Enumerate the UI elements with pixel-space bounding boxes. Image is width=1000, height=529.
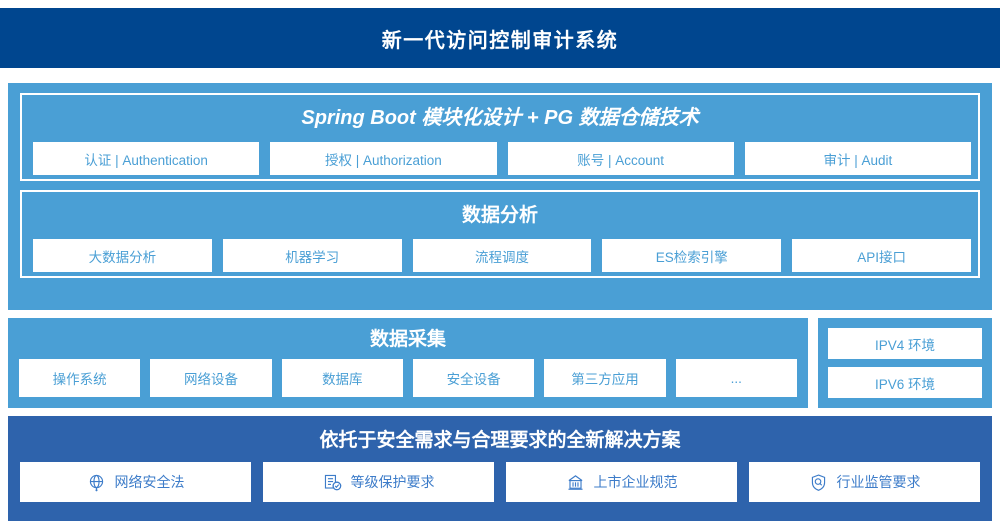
chip-label: 操作系统 bbox=[52, 372, 107, 387]
chip-process-scheduling[interactable]: 流程调度 bbox=[412, 239, 592, 272]
chip-label: 上市企业规范 bbox=[593, 474, 678, 490]
compliance-chip-row: 网络安全法 等级保护要求 bbox=[20, 462, 980, 502]
chip-label: 认证 | Authentication bbox=[84, 152, 208, 168]
chip-ipv6-environment[interactable]: IPV6 环境 bbox=[828, 367, 982, 398]
chip-authorization[interactable]: 授权 | Authorization bbox=[270, 142, 497, 175]
chip-third-party-app[interactable]: 第三方应用 bbox=[544, 359, 666, 397]
chip-network-device[interactable]: 网络设备 bbox=[150, 359, 272, 397]
chip-label: 数据库 bbox=[322, 372, 363, 387]
architecture-panel: Spring Boot 模块化设计 + PG 数据仓储技术 认证 | Authe… bbox=[8, 83, 992, 310]
chip-ipv4-environment[interactable]: IPV4 环境 bbox=[828, 328, 982, 359]
document-check-icon bbox=[323, 473, 342, 492]
chip-classified-protection[interactable]: 等级保护要求 bbox=[263, 462, 494, 502]
chip-label: 网络安全法 bbox=[114, 474, 185, 490]
data-analysis-chip-row: 大数据分析 机器学习 流程调度 ES检索引擎 API接口 bbox=[33, 239, 971, 272]
page-title: 新一代访问控制审计系统 bbox=[381, 29, 619, 52]
data-analysis-card-title: 数据分析 bbox=[461, 205, 538, 226]
chip-cybersecurity-law[interactable]: 网络安全法 bbox=[20, 462, 251, 502]
chip-label: 网络设备 bbox=[183, 372, 238, 387]
chip-label: 账号 | Account bbox=[577, 152, 665, 168]
chip-label: 第三方应用 bbox=[571, 372, 639, 387]
data-collection-title: 数据采集 bbox=[369, 329, 446, 350]
chip-label: ES检索引擎 bbox=[655, 249, 728, 265]
data-collection-chip-row: 操作系统 网络设备 数据库 安全设备 第三方应用 ... bbox=[19, 359, 797, 397]
chip-label: 等级保护要求 bbox=[350, 474, 435, 490]
chip-big-data-analysis[interactable]: 大数据分析 bbox=[33, 239, 212, 272]
data-collection-panel: 数据采集 操作系统 网络设备 数据库 安全设备 第三方应用 ... bbox=[8, 318, 808, 408]
chip-machine-learning[interactable]: 机器学习 bbox=[222, 239, 402, 272]
chip-label: IPV4 环境 bbox=[874, 337, 936, 353]
data-analysis-card: 数据分析 大数据分析 机器学习 流程调度 ES检索引擎 API接口 bbox=[20, 190, 980, 278]
chip-industry-regulation[interactable]: 行业监管要求 bbox=[749, 462, 980, 502]
chip-label: 大数据分析 bbox=[88, 249, 157, 265]
springboot-card-title: Spring Boot 模块化设计 + PG 数据仓储技术 bbox=[301, 107, 699, 129]
globe-network-icon bbox=[87, 473, 106, 492]
chip-audit[interactable]: 审计 | Audit bbox=[744, 142, 971, 175]
chip-security-device[interactable]: 安全设备 bbox=[412, 359, 535, 397]
springboot-chip-row: 认证 | Authentication 授权 | Authorization 账… bbox=[33, 142, 971, 175]
header-bar: 新一代访问控制审计系统 bbox=[0, 8, 1000, 68]
chip-label: 安全设备 bbox=[446, 372, 501, 387]
chip-es-search-engine[interactable]: ES检索引擎 bbox=[602, 239, 782, 272]
chip-listed-company-standard[interactable]: 上市企业规范 bbox=[506, 462, 737, 502]
bank-building-icon bbox=[566, 473, 585, 492]
chip-label: 流程调度 bbox=[474, 249, 529, 265]
chip-label: ... bbox=[730, 370, 742, 386]
chip-operating-system[interactable]: 操作系统 bbox=[19, 359, 141, 397]
compliance-title: 依托于安全需求与合理要求的全新解决方案 bbox=[319, 430, 681, 451]
chip-database[interactable]: 数据库 bbox=[281, 359, 403, 397]
shield-search-icon bbox=[809, 473, 828, 492]
chip-label: API接口 bbox=[857, 249, 906, 265]
chip-label: 机器学习 bbox=[285, 249, 340, 265]
compliance-panel: 依托于安全需求与合理要求的全新解决方案 网络安全法 bbox=[8, 416, 992, 521]
chip-authentication[interactable]: 认证 | Authentication bbox=[33, 142, 260, 175]
chip-account[interactable]: 账号 | Account bbox=[507, 142, 734, 175]
chip-label: 审计 | Audit bbox=[823, 152, 893, 168]
chip-more-ellipsis[interactable]: ... bbox=[675, 359, 797, 397]
springboot-card: Spring Boot 模块化设计 + PG 数据仓储技术 认证 | Authe… bbox=[20, 93, 980, 181]
chip-label: 授权 | Authorization bbox=[324, 152, 442, 168]
ip-environment-panel: IPV4 环境 IPV6 环境 bbox=[818, 318, 992, 408]
chip-api-interface[interactable]: API接口 bbox=[792, 239, 971, 272]
chip-label: 行业监管要求 bbox=[836, 474, 921, 490]
chip-label: IPV6 环境 bbox=[874, 376, 936, 392]
ip-environment-stack: IPV4 环境 IPV6 环境 bbox=[828, 328, 982, 398]
